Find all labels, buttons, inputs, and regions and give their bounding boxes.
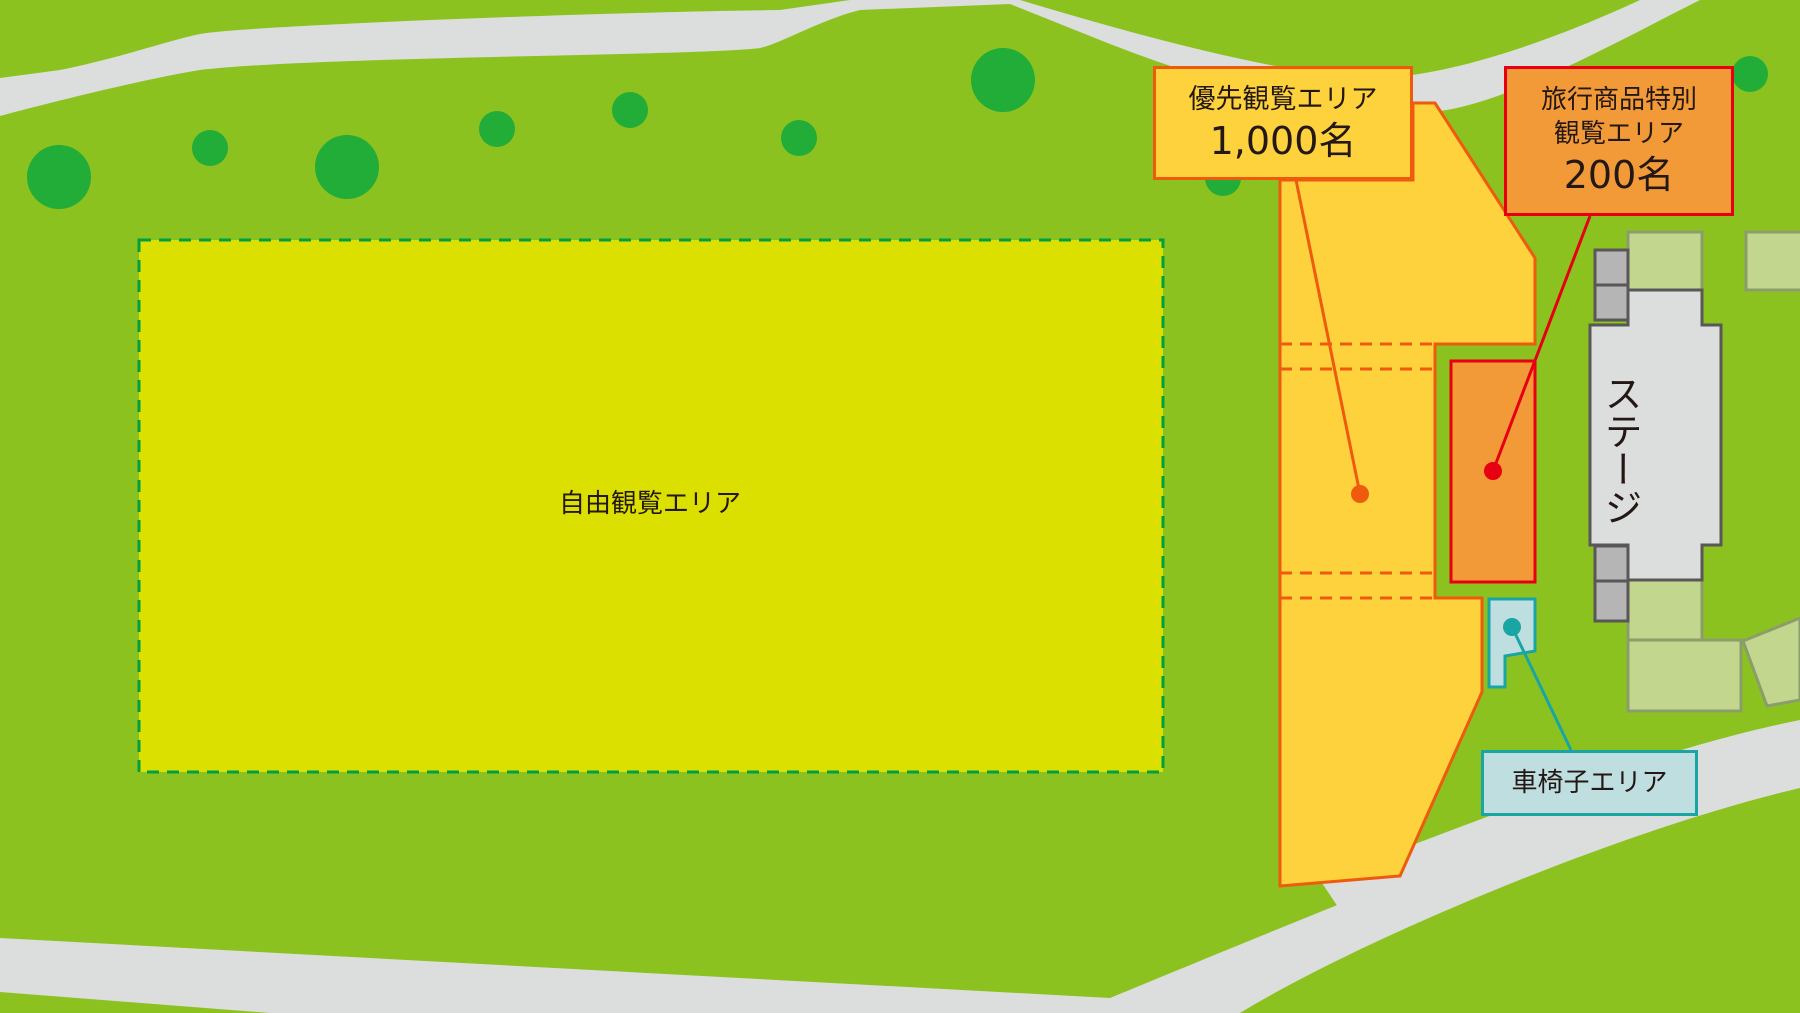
wheelchair-leader-line [1510,626,1573,751]
stage-title: ステージ [1598,374,1642,526]
travel-leader-line [1491,215,1592,472]
priority-area-callout: 優先観覧エリア 1,000名 [1153,66,1413,180]
travel-area-title-line2: 観覧エリア [1553,119,1684,149]
stage-platform [1588,288,1723,582]
stage-side-block [1593,579,1630,623]
free-area-label: 自由観覧エリア [520,486,780,522]
travel-area-capacity: 200名 [1563,153,1675,197]
tree-icon [27,145,91,209]
priority-area-title: 優先観覧エリア [1188,84,1378,115]
building [1741,616,1800,708]
free-viewing-area [137,238,1165,774]
wheelchair-area [1487,597,1537,689]
free-area-title: 自由観覧エリア [558,489,741,519]
tree-icon [781,120,817,156]
tree-icon [315,135,379,199]
travel-marker-icon [1484,462,1502,480]
stage-side-block [1593,544,1630,583]
tree-icon [1732,56,1768,92]
wheelchair-area-callout: 車椅子エリア [1481,750,1698,816]
stage [1588,248,1723,623]
road-bottom [0,740,1800,1013]
stage-side-block [1593,248,1630,287]
priority-viewing-area [1278,101,1537,888]
buildings [1626,230,1800,713]
tree-icon [612,92,648,128]
travel-area-title-line1: 旅行商品特別 [1540,85,1697,115]
building [1626,578,1704,642]
priority-area-capacity: 1,000名 [1209,119,1357,163]
wheelchair-area-title: 車椅子エリア [1511,768,1668,798]
stage-side-block [1593,283,1630,322]
stage-label: ステージ [1590,350,1650,550]
priority-marker-icon [1351,485,1369,503]
tree-icon [479,111,515,147]
building [1744,230,1800,292]
priority-leader-line [1294,179,1362,495]
tree-icon [971,48,1035,112]
building [1626,638,1743,713]
building [1626,230,1704,292]
wheelchair-marker-icon [1503,618,1521,636]
tree-icon [192,130,228,166]
travel-area-callout: 旅行商品特別 観覧エリア 200名 [1504,66,1734,216]
